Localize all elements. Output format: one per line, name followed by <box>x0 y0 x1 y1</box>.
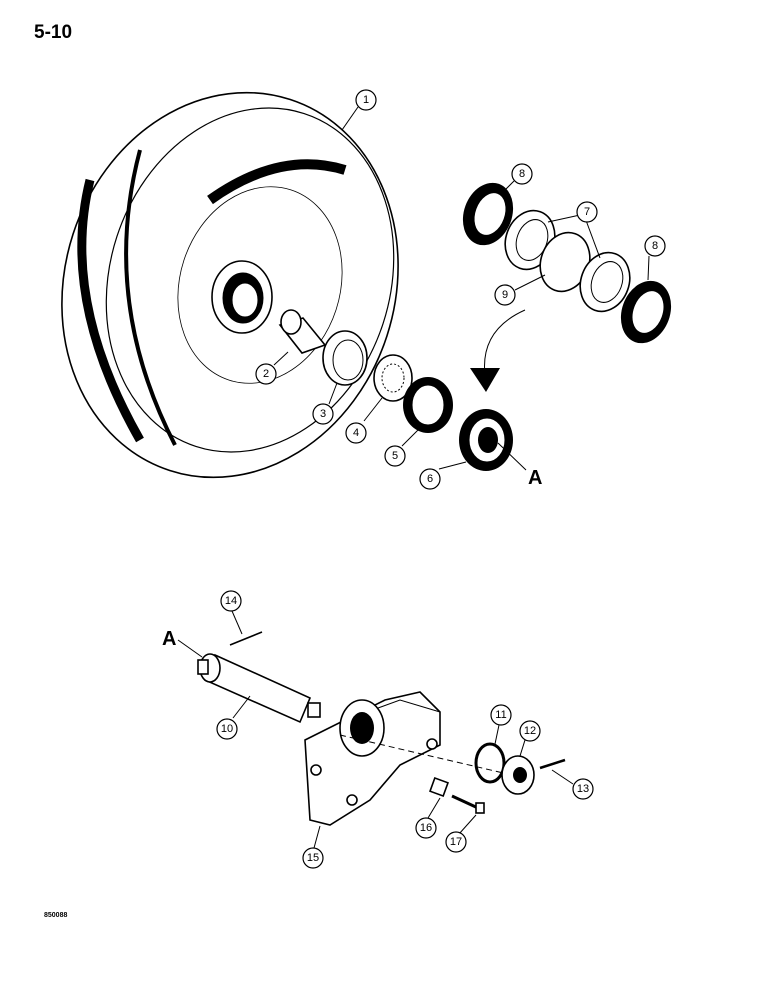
svg-text:3: 3 <box>320 408 326 420</box>
svg-text:5: 5 <box>392 450 398 462</box>
washer <box>474 742 506 784</box>
leader-a-top <box>497 442 527 471</box>
bearing-cone <box>373 354 413 402</box>
callout-10: 10 <box>216 718 238 740</box>
callout-6: 6 <box>419 468 441 490</box>
svg-text:10: 10 <box>221 723 233 735</box>
callout-17: 17 <box>445 831 467 853</box>
callout-14: 14 <box>220 590 242 612</box>
callout-4: 4 <box>345 422 367 444</box>
callout-16: 16 <box>415 817 437 839</box>
callout-15: 15 <box>302 847 324 869</box>
svg-text:11: 11 <box>495 709 506 721</box>
svg-text:2: 2 <box>263 368 269 380</box>
bushing <box>278 309 327 354</box>
svg-text:8: 8 <box>519 168 525 180</box>
figure-code: 850088 <box>44 912 68 919</box>
assembly-arrow <box>470 368 500 392</box>
slotted-nut <box>501 755 535 795</box>
callout-1: 1 <box>355 89 377 111</box>
svg-text:14: 14 <box>225 595 237 607</box>
seal-rings-group <box>462 182 672 344</box>
svg-text:6: 6 <box>427 473 433 485</box>
cotter-pin-nut <box>539 758 566 770</box>
callout-13: 13 <box>572 778 594 800</box>
svg-text:1: 1 <box>363 94 369 106</box>
callout-5: 5 <box>384 445 406 467</box>
callout-3: 3 <box>312 403 334 425</box>
callout-9: 9 <box>494 284 516 306</box>
page-number: 5-10 <box>34 22 73 43</box>
reference-letter-a-top: A <box>528 467 542 489</box>
callout-12: 12 <box>519 720 541 742</box>
svg-text:17: 17 <box>450 836 462 848</box>
seal <box>403 377 453 433</box>
callout-2: 2 <box>255 363 277 385</box>
reference-letter-a-bottom: A <box>162 628 176 650</box>
svg-text:9: 9 <box>502 289 508 301</box>
svg-text:16: 16 <box>420 822 432 834</box>
svg-text:4: 4 <box>353 427 359 439</box>
svg-text:8: 8 <box>652 240 658 252</box>
bearing-cup <box>322 330 368 386</box>
leader-a-bottom <box>177 639 203 658</box>
bolt <box>451 794 485 814</box>
callout-8-left: 8 <box>511 163 533 185</box>
idler-wheel <box>61 91 399 479</box>
svg-text:15: 15 <box>307 852 319 864</box>
svg-text:13: 13 <box>577 783 589 795</box>
callout-11: 11 <box>490 704 512 726</box>
cotter-pin <box>229 631 263 646</box>
retainer <box>429 777 449 797</box>
shaft <box>197 653 321 724</box>
svg-text:7: 7 <box>584 206 590 218</box>
svg-text:12: 12 <box>524 725 536 737</box>
support-bracket <box>304 691 441 826</box>
callout-7: 7 <box>576 201 598 223</box>
callout-8-right: 8 <box>644 235 666 257</box>
seal-assembly <box>459 409 513 471</box>
